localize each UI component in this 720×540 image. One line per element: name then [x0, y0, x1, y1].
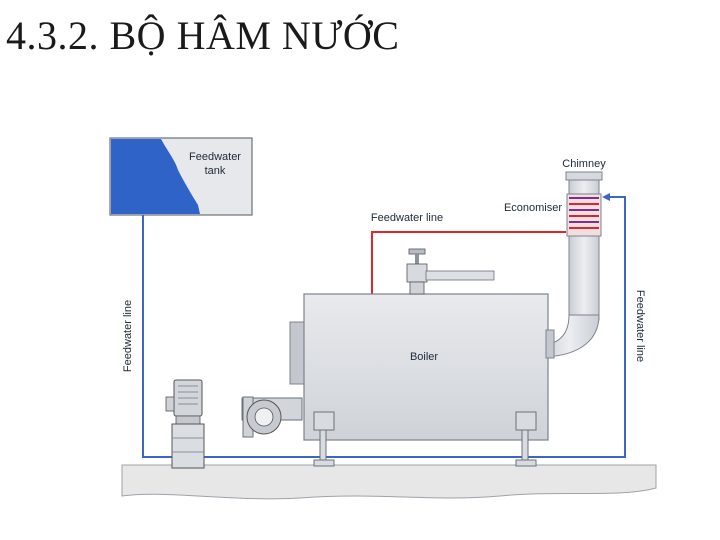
- economiser-coils: [566, 193, 602, 237]
- ground-slab: [121, 464, 657, 500]
- boiler-supports: [313, 411, 537, 467]
- steam-valve: [406, 248, 495, 295]
- economiser-label: Economiser: [504, 202, 562, 214]
- feedwater-line-cold: [142, 196, 626, 458]
- boiler-body: Boiler: [289, 293, 555, 441]
- feedwater-line-left-label: Feedwater line: [122, 300, 134, 372]
- feedwater-tank-label-line1: Feedwater: [189, 151, 241, 163]
- feedwater-tank-label-line2: tank: [205, 165, 226, 177]
- feedwater-tank: Feedwater tank: [109, 137, 253, 216]
- slide-title: 4.3.2. BỘ HÂM NƯỚC: [6, 13, 400, 58]
- feed-pump: [165, 379, 205, 469]
- boiler-label: Boiler: [410, 351, 438, 363]
- feedwater-arrow-head: [602, 193, 610, 201]
- water-fill: [111, 139, 200, 214]
- feedwater-line-top-label: Feedwater line: [371, 212, 443, 224]
- feedwater-line-right-label: Feedwater line: [634, 290, 646, 362]
- burner: [241, 396, 303, 438]
- chimney-label: Chimney: [562, 158, 606, 170]
